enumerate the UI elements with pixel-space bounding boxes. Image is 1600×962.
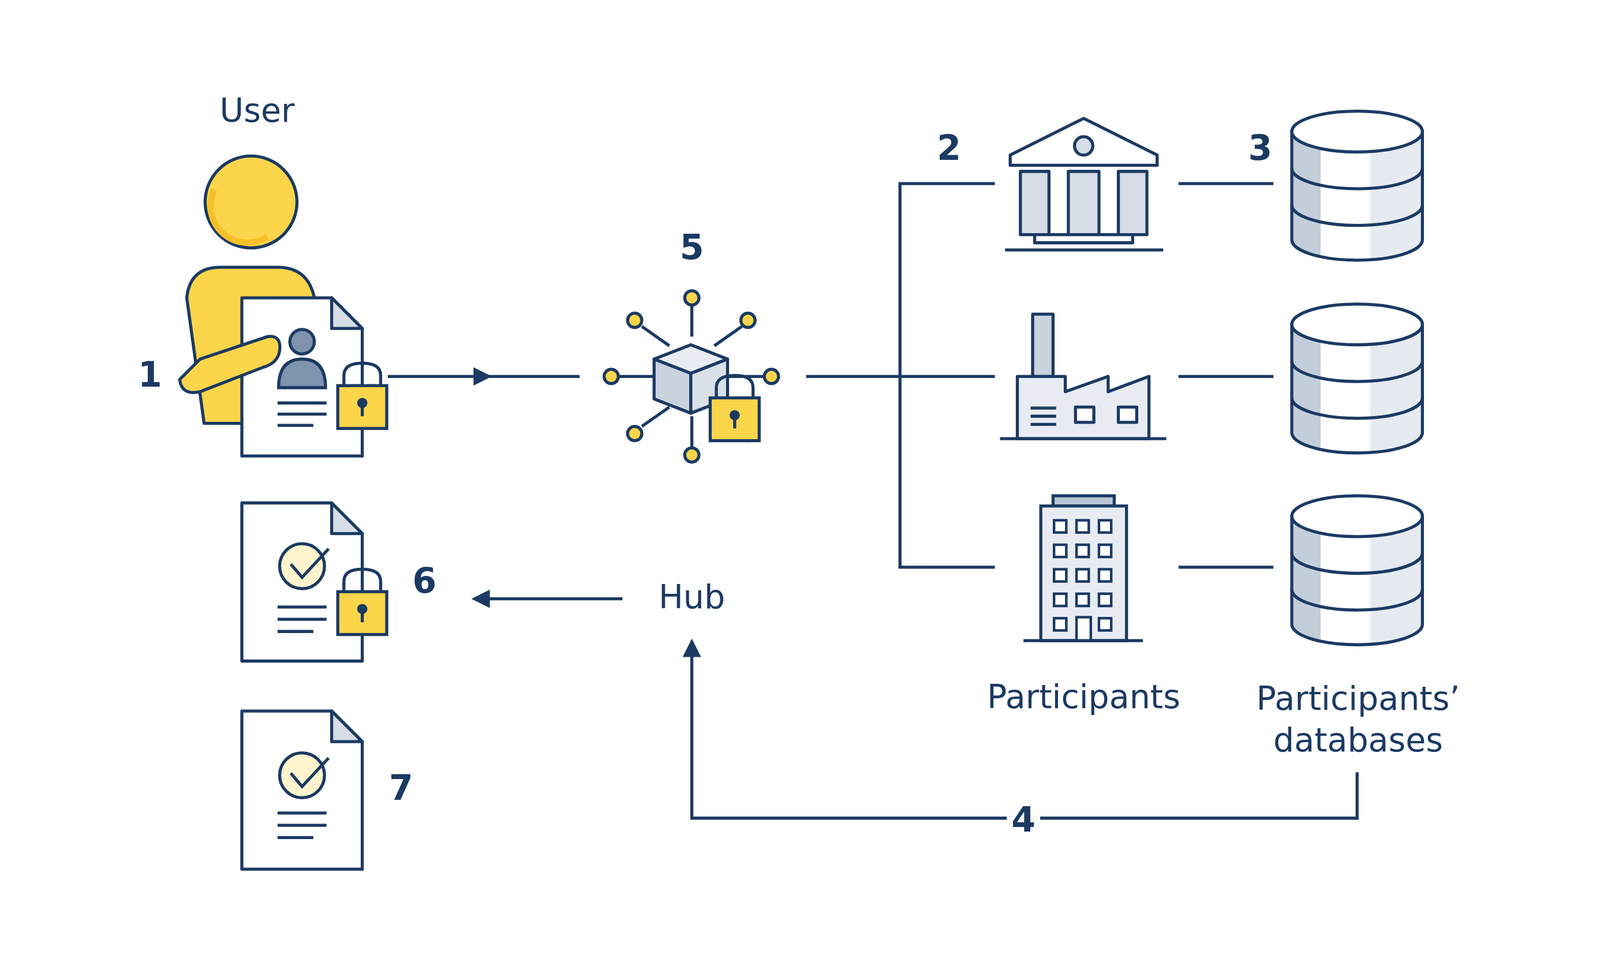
callout-number: 1 xyxy=(133,352,167,397)
hub-label: Hub xyxy=(653,576,730,618)
column-label: Participants xyxy=(982,675,1185,718)
callout-number: 5 xyxy=(675,225,709,269)
callout-number: 3 xyxy=(1243,125,1277,170)
hub-icon xyxy=(604,290,779,463)
document-check xyxy=(241,711,363,870)
user-arm xyxy=(179,336,280,393)
arrow-1 xyxy=(387,367,580,386)
database-icons xyxy=(1291,111,1423,646)
column-label: Participants’ databases xyxy=(1220,677,1496,762)
bank-icon xyxy=(1004,118,1164,250)
factory-icon xyxy=(999,313,1166,439)
callout-number: 6 xyxy=(408,558,442,603)
actor-label: User xyxy=(215,89,300,132)
callout-number: 4 xyxy=(1006,797,1041,842)
callout-number: 7 xyxy=(384,765,418,810)
callout-number: 2 xyxy=(932,125,966,170)
office-icon xyxy=(1023,495,1143,641)
